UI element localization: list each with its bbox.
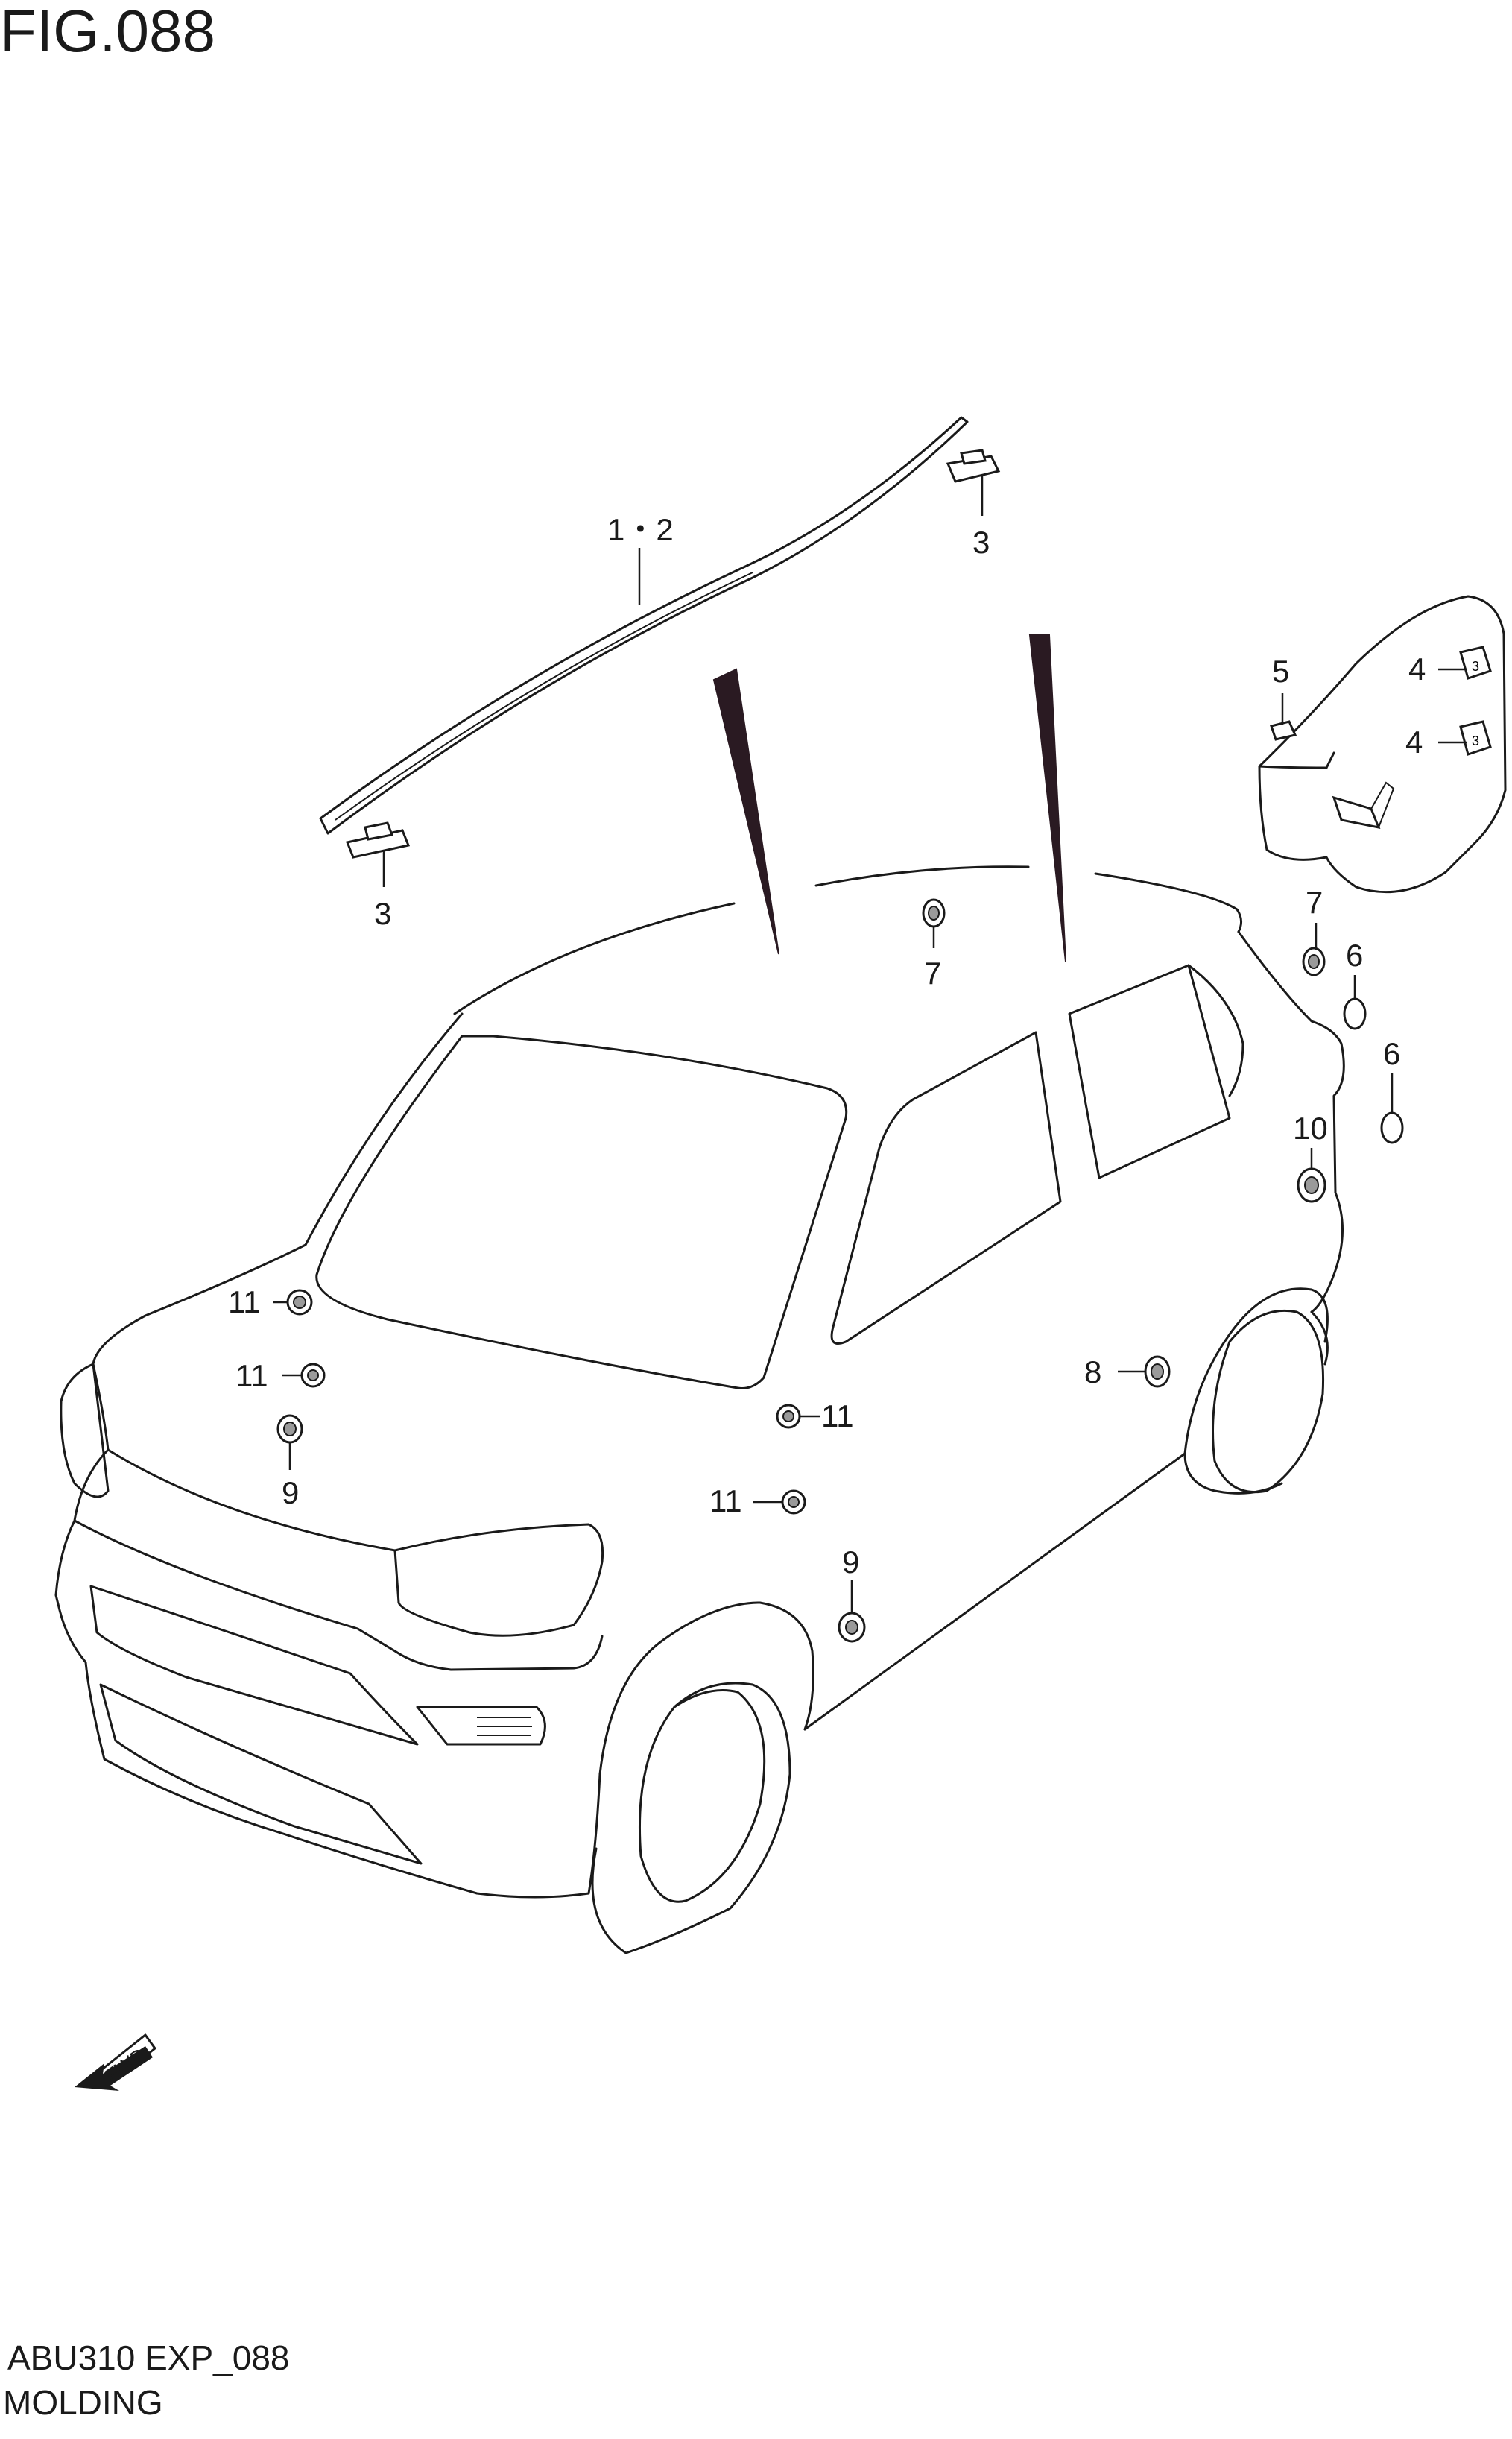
molding-clip-front[interactable] bbox=[345, 821, 411, 859]
callout-6-lower: 6 bbox=[1383, 1036, 1400, 1071]
callout-6-upper: 6 bbox=[1346, 938, 1363, 973]
figure-name: MOLDING bbox=[3, 2383, 163, 2422]
callout-11-door-upper: 11 bbox=[821, 1398, 854, 1433]
roof-molding[interactable] bbox=[319, 416, 969, 835]
vehicle-outline bbox=[54, 865, 1345, 1954]
callout-10: 10 bbox=[1293, 1111, 1328, 1146]
rear-spoiler[interactable] bbox=[1258, 595, 1507, 894]
callout-7-roof: 7 bbox=[924, 956, 941, 991]
clip-mark: 3 bbox=[1472, 659, 1479, 674]
fwd-arrow-icon: FWD bbox=[75, 2033, 156, 2091]
plug-6-lower[interactable] bbox=[1380, 1111, 1404, 1144]
callout-5: 5 bbox=[1272, 654, 1289, 689]
callout-9-side: 9 bbox=[842, 1545, 859, 1580]
callout-8: 8 bbox=[1084, 1354, 1101, 1389]
figure-code: ABU310 EXP_088 bbox=[7, 2338, 290, 2377]
grommet-9-fender-front[interactable] bbox=[276, 1414, 303, 1444]
callout-9-front: 9 bbox=[282, 1475, 299, 1510]
callout-3-rear: 3 bbox=[972, 525, 990, 560]
callout-11-cowl-upper: 11 bbox=[228, 1284, 261, 1319]
pointer-wedge-left bbox=[712, 668, 779, 955]
callout-labels: 1・2 3 3 4 4 5 7 7 6 6 10 8 11 11 9 11 11… bbox=[228, 512, 1426, 1580]
callout-11-door-lower: 11 bbox=[709, 1483, 742, 1518]
callout-1-2: 1・2 bbox=[607, 512, 674, 547]
figure-title: FIG.088 bbox=[0, 0, 216, 64]
spoiler-clip-lower[interactable]: 3 bbox=[1459, 720, 1492, 756]
grommet-11-door-lower[interactable] bbox=[781, 1489, 806, 1515]
callout-3-front: 3 bbox=[374, 896, 391, 931]
grommet-11-cowl-upper[interactable] bbox=[286, 1289, 313, 1316]
grommet-7-rear[interactable] bbox=[1302, 947, 1326, 976]
spoiler-clip-upper[interactable]: 3 bbox=[1459, 646, 1492, 680]
grommet-10[interactable] bbox=[1297, 1167, 1326, 1203]
plug-6-upper[interactable] bbox=[1343, 997, 1367, 1030]
molding-clip-rear[interactable] bbox=[946, 449, 1001, 483]
grommet-11-door-upper[interactable] bbox=[776, 1404, 801, 1429]
leader-lines bbox=[273, 476, 1467, 1614]
grommet-9-fender-side[interactable] bbox=[838, 1612, 866, 1643]
clip-mark: 3 bbox=[1472, 733, 1479, 748]
callout-11-cowl-lower: 11 bbox=[235, 1358, 268, 1393]
grommet-7-roof[interactable] bbox=[922, 898, 946, 928]
pointer-wedge-right bbox=[1028, 634, 1066, 962]
callout-4-upper: 4 bbox=[1408, 651, 1426, 687]
callout-4-lower: 4 bbox=[1405, 725, 1423, 760]
callout-7-rear: 7 bbox=[1306, 885, 1323, 920]
grommet-11-cowl-lower[interactable] bbox=[300, 1363, 326, 1388]
grommet-8[interactable] bbox=[1144, 1355, 1171, 1388]
